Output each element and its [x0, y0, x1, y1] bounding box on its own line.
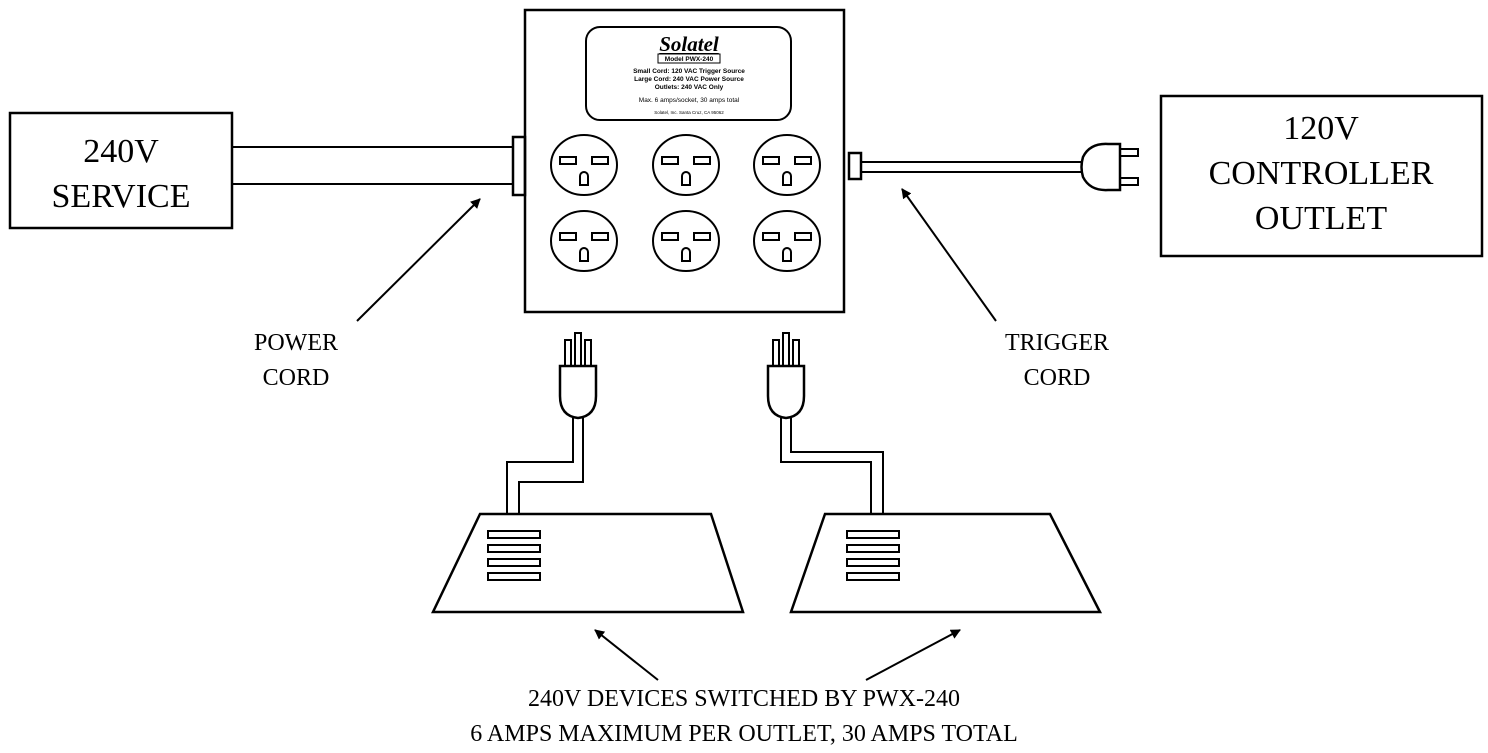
trigger-cord — [847, 142, 1139, 192]
pwx-240-unit: Solatel Model PWX-240 Small Cord: 120 VA… — [523, 8, 846, 314]
outlet — [753, 210, 821, 272]
controller-box-line3: OUTLET — [1255, 200, 1387, 237]
spec-small-cord: Small Cord: 120 VAC Trigger Source — [633, 68, 745, 75]
outlet — [652, 134, 720, 196]
outlet — [652, 210, 720, 272]
unit-label-plate: Solatel Model PWX-240 Small Cord: 120 VA… — [585, 26, 792, 121]
plug-icon — [766, 332, 806, 420]
device-left-arrow — [594, 629, 659, 681]
outlet — [550, 134, 618, 196]
device-right — [766, 332, 1103, 614]
controller-box: 120V CONTROLLER OUTLET — [1159, 94, 1484, 258]
power-cord — [232, 135, 527, 197]
service-box-line1: 240V — [83, 133, 159, 170]
address-text: Solatel, Inc. Santa Cruz, CA 95062 — [654, 110, 724, 115]
device-left — [431, 332, 745, 614]
controller-box-line2: CONTROLLER — [1209, 155, 1434, 192]
power-cord-label-line1: POWER — [254, 330, 338, 356]
devices-caption-line1: 240V DEVICES SWITCHED BY PWX-240 — [528, 686, 960, 712]
devices-caption-line2: 6 AMPS MAXIMUM PER OUTLET, 30 AMPS TOTAL — [470, 721, 1018, 747]
trigger-cord-label-line1: TRIGGER — [1005, 330, 1109, 356]
power-cord-arrow — [356, 198, 481, 322]
outlet — [753, 134, 821, 196]
brand-name: Solatel — [659, 32, 719, 56]
trigger-cord-label-line2: CORD — [1024, 365, 1091, 391]
outlet — [550, 210, 618, 272]
plug-icon — [1080, 142, 1139, 192]
spec-outlets: Outlets: 240 VAC Only — [655, 84, 724, 91]
trigger-cord-arrow — [901, 188, 997, 322]
model-name: Model PWX-240 — [665, 56, 714, 63]
device-right-arrow — [865, 629, 961, 681]
spec-large-cord: Large Cord: 240 VAC Power Source — [634, 76, 744, 83]
power-cord-label-line2: CORD — [263, 365, 330, 391]
rating-text: Max. 6 amps/socket, 30 amps total — [639, 97, 740, 104]
controller-box-line1: 120V — [1283, 110, 1359, 147]
plug-icon — [558, 332, 598, 420]
service-box-line2: SERVICE — [52, 178, 191, 215]
service-box: 240V SERVICE — [8, 111, 234, 230]
